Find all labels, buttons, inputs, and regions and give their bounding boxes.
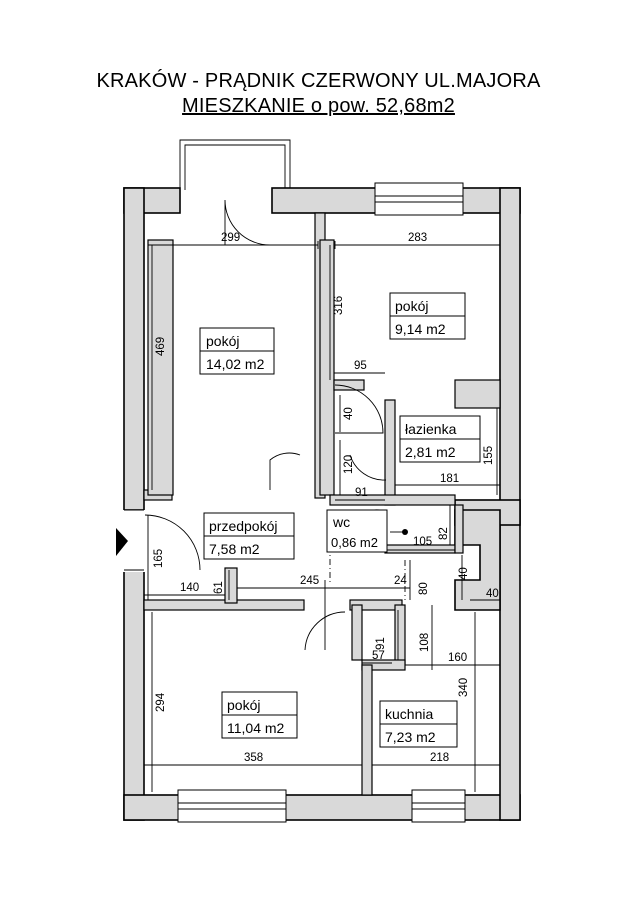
windows bbox=[177, 182, 466, 823]
room-name: pokój bbox=[395, 298, 428, 314]
dim-80: 80 bbox=[418, 582, 430, 595]
dim-40a: 40 bbox=[343, 407, 355, 420]
room-pokoj-1: pokój 14,02 m2 bbox=[199, 327, 275, 375]
dim-91a: 91 bbox=[355, 487, 368, 499]
room-area: 2,81 m2 bbox=[405, 444, 456, 460]
room-area: 11,04 m2 bbox=[227, 720, 285, 736]
room-area: 7,23 m2 bbox=[385, 729, 436, 745]
room-labels: pokój 14,02 m2 pokój 9,14 m2 łazienka 2,… bbox=[199, 292, 481, 748]
entrance-arrow-icon bbox=[116, 528, 128, 556]
dim-40c: 40 bbox=[486, 588, 499, 600]
dim-108: 108 bbox=[419, 633, 431, 652]
dim-120: 120 bbox=[343, 455, 355, 474]
window-bottom-right bbox=[411, 789, 466, 823]
plan-title: KRAKÓW - PRĄDNIK CZERWONY UL.MAJORA bbox=[96, 70, 541, 92]
dim-358: 358 bbox=[244, 752, 263, 764]
dim-91b: 91 bbox=[375, 637, 387, 650]
room-name: pokój bbox=[227, 697, 260, 713]
room-pokoj-2: pokój 9,14 m2 bbox=[389, 292, 466, 340]
room-wc: wc 0,86 m2 bbox=[326, 509, 408, 553]
dim-218: 218 bbox=[430, 752, 449, 764]
room-name: wc bbox=[332, 514, 350, 530]
dim-245: 245 bbox=[300, 575, 319, 587]
dim-61: 61 bbox=[213, 581, 225, 594]
dim-140: 140 bbox=[180, 582, 199, 594]
room-name: kuchnia bbox=[385, 706, 433, 722]
room-lazienka: łazienka 2,81 m2 bbox=[399, 415, 481, 463]
dim-340: 340 bbox=[458, 678, 470, 697]
dimension-labels: 299 283 469 316 95 40 120 155 181 91 82 … bbox=[153, 232, 499, 764]
room-przedpokoj: przedpokój 7,58 m2 bbox=[203, 512, 295, 560]
dim-95: 95 bbox=[354, 360, 367, 372]
room-pokoj-3: pokój 11,04 m2 bbox=[221, 691, 298, 739]
dim-316: 316 bbox=[333, 296, 345, 315]
room-name: pokój bbox=[206, 333, 239, 349]
dim-155: 155 bbox=[483, 446, 495, 465]
dim-299: 299 bbox=[221, 232, 240, 244]
doors bbox=[144, 199, 387, 651]
dim-160: 160 bbox=[448, 652, 467, 664]
dim-40b: 40 bbox=[458, 567, 470, 580]
dim-105: 105 bbox=[413, 536, 432, 548]
dim-181: 181 bbox=[440, 473, 459, 485]
dim-57: 57 bbox=[372, 650, 385, 662]
dim-24: 24 bbox=[394, 575, 407, 587]
room-kuchnia: kuchnia 7,23 m2 bbox=[379, 700, 458, 748]
room-area: 9,14 m2 bbox=[395, 321, 446, 337]
plan-subtitle: MIESZKANIE o pow. 52,68m2 bbox=[182, 95, 455, 117]
window-top bbox=[374, 182, 464, 216]
room-name: łazienka bbox=[405, 421, 457, 437]
room-area: 7,58 m2 bbox=[209, 541, 260, 557]
dim-283: 283 bbox=[408, 232, 427, 244]
room-area: 0,86 m2 bbox=[331, 535, 378, 550]
dimension-lines bbox=[144, 241, 501, 792]
room-area: 14,02 m2 bbox=[206, 356, 265, 372]
balcony bbox=[179, 139, 291, 190]
inner-walls bbox=[143, 212, 501, 796]
room-name: przedpokój bbox=[209, 518, 278, 534]
dim-469: 469 bbox=[155, 337, 167, 356]
dim-294: 294 bbox=[155, 692, 167, 712]
dim-165: 165 bbox=[153, 549, 165, 568]
dim-82: 82 bbox=[438, 527, 450, 540]
window-bottom-left bbox=[177, 789, 287, 823]
outer-walls bbox=[123, 187, 521, 821]
